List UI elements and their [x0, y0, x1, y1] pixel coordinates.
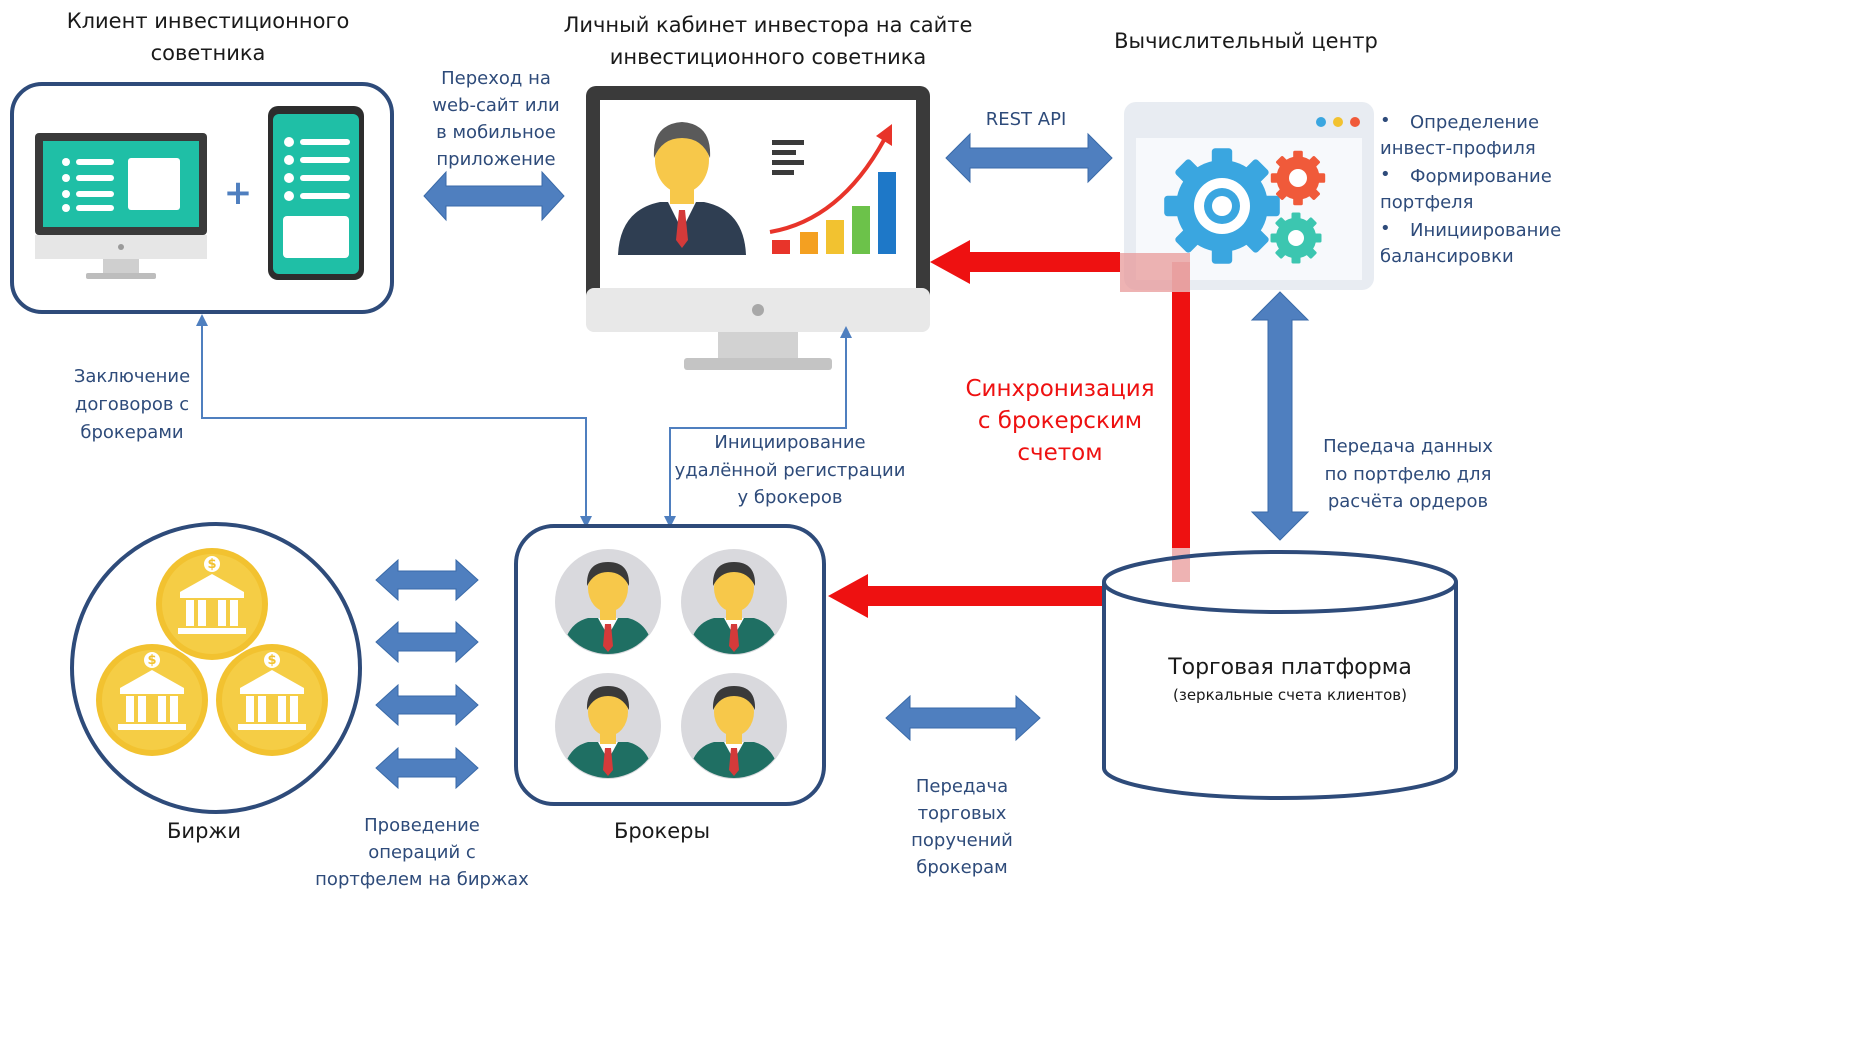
- cabinet-title-line2: инвестиционного советника: [610, 45, 927, 69]
- label-line: договоров с: [75, 394, 189, 415]
- label-line: у брокеров: [738, 487, 843, 508]
- client-title-line1: Клиент инвестиционного: [67, 9, 350, 33]
- client-title: Клиент инвестиционного советника: [67, 9, 350, 65]
- arrow-exchange-broker-2: [375, 620, 479, 664]
- arrowhead-icon: [196, 314, 208, 326]
- mobile-phone-icon: [268, 106, 364, 280]
- platform-title: Торговая платформа: [1167, 655, 1412, 680]
- exchanges-node: $ $ $: [70, 522, 362, 814]
- line-client-brokers: [201, 324, 587, 518]
- sync-label: Синхронизация с брокерским счетом: [965, 376, 1154, 466]
- arrowhead-icon: [664, 516, 676, 528]
- cabinet-title-line1: Личный кабинет инвестора на сайте: [564, 13, 973, 37]
- architecture-diagram: Клиент инвестиционного советника Личный …: [10, 9, 1561, 890]
- text-lines-icon: [772, 140, 804, 175]
- arrow-exchange-broker-4: [375, 746, 479, 790]
- platform-subtitle: (зеркальные счета клиентов): [1173, 686, 1407, 704]
- dollar-icon: $: [147, 653, 156, 668]
- function-item-3-line1: Инициирование: [1410, 220, 1561, 241]
- label-compute-platform: Передача данных по портфелю для расчёта …: [1323, 436, 1493, 512]
- function-item-2-line2: портфеля: [1380, 192, 1474, 213]
- sync-arrow-to-cabinet: [930, 240, 1120, 284]
- dollar-icon: $: [267, 653, 276, 668]
- label-line: Переход на: [441, 68, 551, 89]
- label-line: Передача: [916, 776, 1008, 797]
- arrow-cabinet-compute: [945, 132, 1113, 184]
- label-line: web-сайт или: [432, 95, 559, 116]
- investor-person-icon: [618, 122, 746, 255]
- arrow-brokers-platform: [885, 694, 1041, 742]
- platform-node: Торговая платформа (зеркальные счета кли…: [1102, 550, 1458, 800]
- sync-label-line3: счетом: [1017, 440, 1102, 466]
- window-dot-icon: [1350, 117, 1360, 127]
- client-title-line2: советника: [151, 41, 266, 65]
- exchanges-title: Биржи: [167, 819, 241, 843]
- dollar-icon: $: [207, 557, 216, 572]
- label-line: поручений: [911, 830, 1013, 851]
- label-line: торговых: [918, 803, 1007, 824]
- client-node: +: [10, 82, 394, 314]
- platform-cylinder: [1102, 582, 1458, 800]
- sync-vertical-bar: [1172, 292, 1190, 548]
- label-exchanges-brokers: Проведение операций с портфелем на биржа…: [315, 815, 529, 890]
- window-dot-icon: [1333, 117, 1343, 127]
- desktop-monitor-icon: [35, 133, 207, 279]
- function-bullet: •: [1380, 218, 1391, 239]
- label-line: в мобильное: [436, 122, 556, 143]
- line-brokers-cabinet: [669, 336, 847, 520]
- label-brokers-platform: Передача торговых поручений брокерам: [911, 776, 1013, 878]
- compute-functions-list: • Определение инвест-профиля • Формирова…: [1380, 110, 1561, 267]
- arrow-exchange-broker-3: [375, 683, 479, 727]
- arrow-compute-platform: [1250, 291, 1310, 541]
- label-line: Инициирование: [714, 432, 865, 453]
- function-bullet: •: [1380, 110, 1391, 131]
- label-line: Заключение: [74, 366, 190, 387]
- label-line: по портфелю для: [1325, 464, 1492, 485]
- brokers-node: [514, 524, 826, 806]
- label-brokers-cabinet: Инициирование удалённой регистрации у бр…: [675, 432, 906, 508]
- plus-icon: +: [224, 173, 253, 213]
- function-item-1-line1: Определение: [1410, 112, 1539, 133]
- label-line: Проведение: [364, 815, 480, 836]
- arrow-exchange-broker-1: [375, 558, 479, 602]
- brokers-frame: [514, 524, 826, 806]
- label-line: Передача данных: [1323, 436, 1493, 457]
- function-item-1-line2: инвест-профиля: [1380, 138, 1536, 159]
- window-dot-icon: [1316, 117, 1326, 127]
- sync-arrow-to-brokers: [828, 574, 1104, 618]
- label-line: портфелем на биржах: [315, 869, 529, 890]
- arrowhead-icon: [840, 326, 852, 338]
- function-item-3-line2: балансировки: [1380, 246, 1514, 267]
- arrowhead-icon: [580, 516, 592, 528]
- gears-icon: [1164, 148, 1326, 264]
- label-line: приложение: [436, 149, 555, 170]
- arrow-client-cabinet: [423, 170, 565, 222]
- label-line: брокерами: [80, 422, 183, 443]
- label-client-cabinet: Переход на web-сайт или в мобильное прил…: [432, 68, 559, 170]
- label-line: удалённой регистрации: [675, 460, 906, 481]
- label-client-brokers: Заключение договоров с брокерами: [74, 366, 190, 443]
- label-cabinet-compute: REST API: [986, 109, 1067, 130]
- brokers-title: Брокеры: [614, 819, 710, 843]
- function-bullet: •: [1380, 164, 1391, 185]
- growth-chart-icon: [769, 124, 896, 254]
- label-line: операций с: [368, 842, 476, 863]
- sync-label-line1: Синхронизация: [965, 376, 1154, 402]
- label-line: брокерам: [916, 857, 1008, 878]
- function-item-2-line1: Формирование: [1410, 166, 1552, 187]
- cabinet-node: [586, 86, 930, 370]
- compute-title: Вычислительный центр: [1114, 29, 1378, 53]
- label-line: расчёта ордеров: [1328, 491, 1488, 512]
- cabinet-title: Личный кабинет инвестора на сайте инвест…: [564, 13, 973, 69]
- sync-label-line2: с брокерским: [978, 408, 1142, 434]
